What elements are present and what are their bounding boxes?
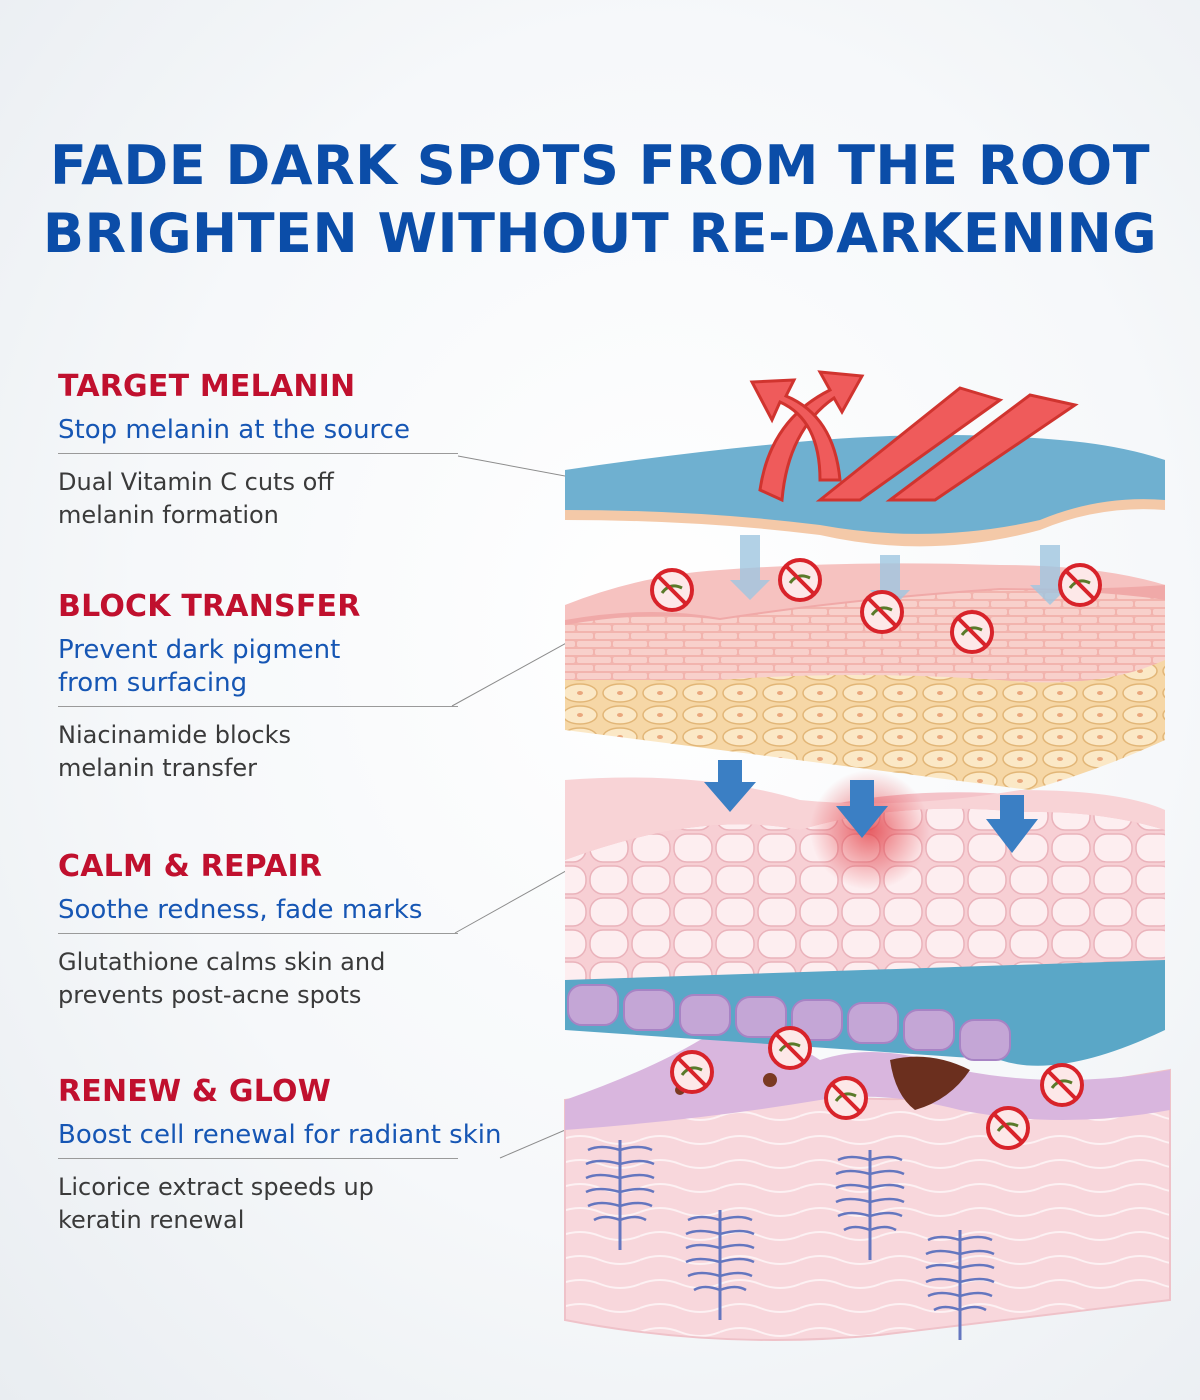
headline-line-2: BRIGHTEN WITHOUT RE-DARKENING <box>42 202 1158 265</box>
step-target-melanin: TARGET MELANIN Stop melanin at the sourc… <box>58 370 528 532</box>
transfer-arrows <box>704 760 1038 853</box>
step-description: Licorice extract speeds up keratin renew… <box>58 1158 458 1237</box>
step-renew-glow: RENEW & GLOW Boost cell renewal for radi… <box>58 1075 528 1237</box>
headline: FADE DARK SPOTS FROM THE ROOT BRIGHTEN W… <box>0 132 1200 268</box>
step-description: Glutathione calms skin and prevents post… <box>58 933 458 1012</box>
step-title: TARGET MELANIN <box>58 369 356 404</box>
step-subtitle: Boost cell renewal for radiant skin <box>58 1120 502 1150</box>
step-subtitle: Prevent dark pigment from surfacing <box>58 635 341 698</box>
step-title: BLOCK TRANSFER <box>58 589 361 624</box>
step-subtitle: Soothe redness, fade marks <box>58 895 423 925</box>
uv-block-arrows <box>749 370 1079 503</box>
step-block-transfer: BLOCK TRANSFER Prevent dark pigment from… <box>58 590 528 785</box>
headline-line-1: FADE DARK SPOTS FROM THE ROOT <box>49 134 1151 197</box>
layer-epidermis <box>565 563 1165 790</box>
skin-layers-illustration <box>564 370 1171 1342</box>
step-subtitle: Stop melanin at the source <box>58 415 410 445</box>
step-calm-repair: CALM & REPAIR Soothe redness, fade marks… <box>58 850 528 1012</box>
step-description: Dual Vitamin C cuts off melanin formatio… <box>58 453 458 532</box>
step-title: CALM & REPAIR <box>58 849 323 884</box>
step-title: RENEW & GLOW <box>58 1074 332 1109</box>
redness-glow <box>810 770 930 890</box>
step-description: Niacinamide blocks melanin transfer <box>58 706 458 785</box>
